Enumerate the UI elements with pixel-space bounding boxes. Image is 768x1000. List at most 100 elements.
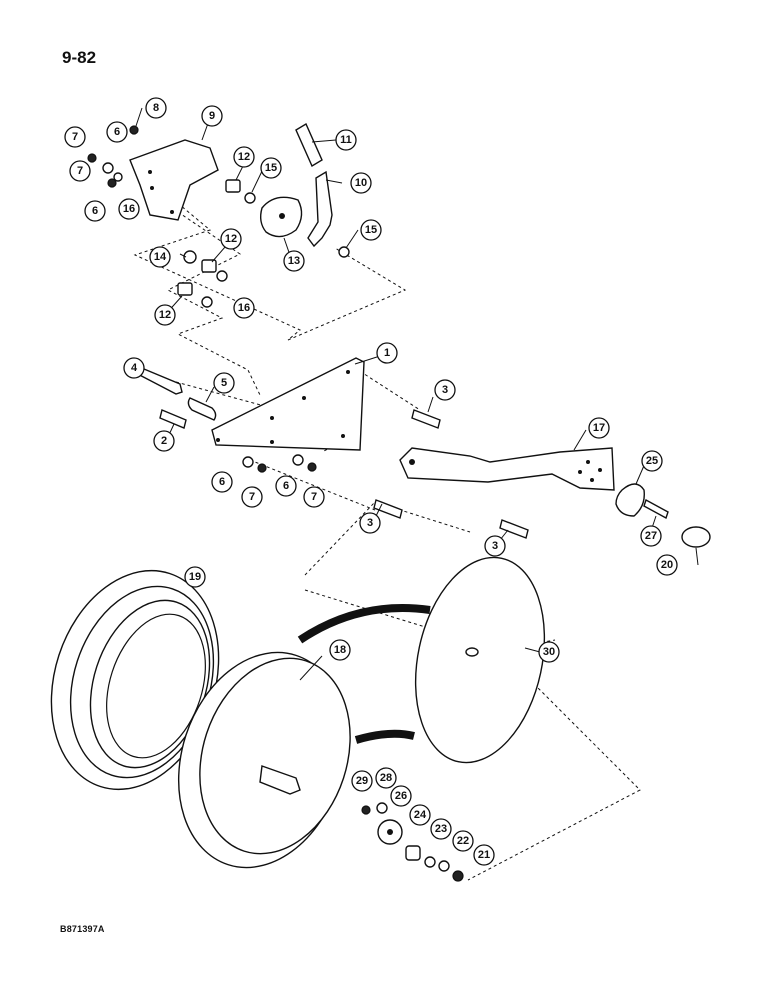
washer-14: [183, 250, 197, 264]
svg-text:24: 24: [414, 809, 427, 821]
svg-text:12: 12: [225, 233, 237, 245]
callout-15-b: 15: [360, 219, 382, 241]
nut-8: [129, 125, 139, 135]
frame-plate: [211, 357, 365, 451]
upper-hardware: [87, 125, 350, 308]
svg-text:13: 13: [288, 255, 300, 267]
svg-text:29: 29: [356, 775, 368, 787]
callout-28: 28: [375, 767, 397, 789]
assembly-lines: [133, 179, 641, 881]
svg-text:6: 6: [219, 476, 225, 488]
nut-7a: [87, 153, 97, 163]
callout-23: 23: [430, 818, 452, 840]
callout-8: 8: [145, 97, 167, 119]
svg-text:7: 7: [72, 131, 78, 143]
washer-6d: [292, 454, 304, 466]
hub-25: [615, 483, 645, 517]
bushing-12c: [177, 282, 193, 296]
gauge-wheel-rim: [177, 651, 351, 869]
svg-text:3: 3: [442, 384, 448, 396]
belt-lower: [354, 729, 415, 744]
callout-24: 24: [409, 804, 431, 826]
callout-15-a: 15: [260, 157, 282, 179]
callout-17: 17: [588, 417, 610, 439]
callout-6-d: 6: [275, 475, 297, 497]
bearing-24: [405, 845, 421, 861]
handle-11: [295, 122, 323, 168]
callout-3-a: 3: [434, 379, 456, 401]
callout-19: 19: [184, 566, 206, 588]
svg-text:5: 5: [221, 377, 227, 389]
svg-text:11: 11: [340, 134, 352, 146]
washer-16b: [216, 270, 228, 282]
callout-6-a: 6: [106, 121, 128, 143]
svg-text:23: 23: [435, 823, 447, 835]
bolt-3b: [373, 499, 403, 519]
depth-arm: [399, 447, 711, 548]
belt-upper: [297, 604, 431, 644]
washer-28: [376, 802, 388, 814]
page-number: 9-82: [62, 48, 97, 67]
washer-22: [438, 860, 450, 872]
svg-text:15: 15: [365, 224, 377, 236]
callout-3-b: 3: [359, 512, 381, 534]
svg-text:6: 6: [92, 205, 98, 217]
callout-29: 29: [351, 770, 373, 792]
callout-18: 18: [329, 639, 351, 661]
nut-29: [361, 805, 371, 815]
callout-13: 13: [283, 250, 305, 272]
callout-2: 2: [153, 430, 175, 452]
callout-3-c: 3: [484, 535, 506, 557]
svg-text:30: 30: [543, 646, 555, 658]
callout-30: 30: [538, 641, 560, 663]
pin-5: [187, 397, 217, 421]
upper-bracket-assembly: [129, 122, 333, 248]
svg-text:7: 7: [311, 491, 317, 503]
svg-text:21: 21: [478, 849, 490, 861]
callout-14: 14: [149, 246, 171, 268]
cap-20: [681, 526, 711, 548]
drawing-code: B871397A: [60, 924, 105, 934]
callout-16-a: 16: [118, 198, 140, 220]
washer-23: [424, 856, 436, 868]
lever-10: [307, 170, 333, 248]
svg-text:8: 8: [153, 102, 159, 114]
callout-12-c: 12: [154, 304, 176, 326]
callout-7-a: 7: [64, 126, 86, 148]
bolt-3c: [499, 519, 529, 539]
opener-disc: [414, 556, 546, 764]
callout-6-b: 6: [84, 200, 106, 222]
nut-21: [452, 870, 464, 882]
svg-text:4: 4: [131, 362, 138, 374]
svg-text:17: 17: [593, 422, 605, 434]
callout-12-a: 12: [233, 146, 255, 168]
svg-text:16: 16: [238, 302, 250, 314]
svg-text:25: 25: [646, 455, 658, 467]
bolt-3a: [411, 409, 441, 429]
bushing-12a: [225, 179, 241, 193]
axle-stub: [259, 765, 301, 795]
callout-10: 10: [350, 172, 372, 194]
bushing-12b: [201, 259, 217, 273]
svg-text:12: 12: [159, 309, 171, 321]
svg-text:7: 7: [77, 165, 83, 177]
callout-6-c: 6: [211, 471, 233, 493]
svg-text:22: 22: [457, 835, 469, 847]
svg-text:26: 26: [395, 790, 407, 802]
svg-text:19: 19: [189, 571, 201, 583]
svg-text:20: 20: [661, 559, 673, 571]
callout-25: 25: [641, 450, 663, 472]
lower-hardware: [361, 802, 464, 882]
svg-text:27: 27: [645, 530, 657, 542]
svg-text:1: 1: [384, 347, 390, 359]
bolt-27: [643, 498, 669, 520]
svg-text:12: 12: [238, 151, 250, 163]
svg-text:16: 16: [123, 203, 135, 215]
callout-20: 20: [656, 554, 678, 576]
callout-16-b: 16: [233, 297, 255, 319]
bracket-9: [129, 139, 219, 221]
nut-6b: [107, 178, 117, 188]
callout-21: 21: [473, 844, 495, 866]
washer-15a: [244, 192, 256, 204]
